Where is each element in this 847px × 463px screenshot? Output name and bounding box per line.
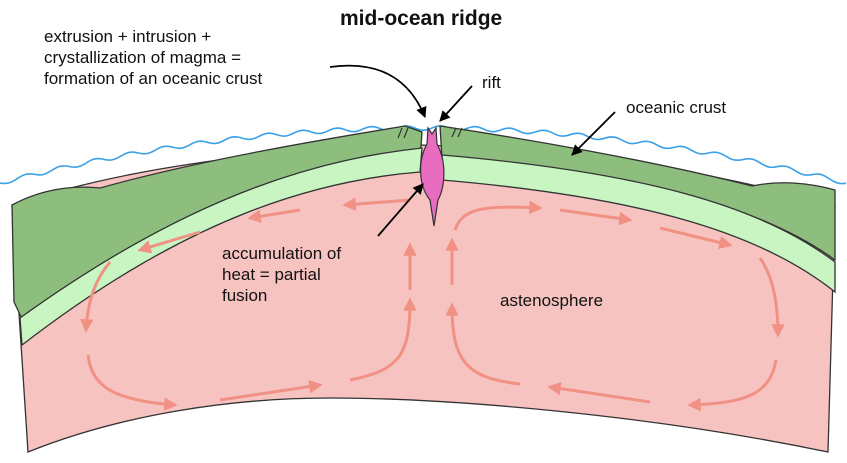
label-extrusion: extrusion + intrusion + crystallization … [44, 26, 262, 89]
label-oceanic-crust: oceanic crust [626, 97, 726, 118]
label-rift: rift [482, 72, 501, 93]
leader-extrusion [330, 66, 425, 117]
label-astenosphere: astenosphere [500, 290, 603, 311]
diagram-title: mid-ocean ridge [340, 8, 502, 29]
leader-rift [440, 86, 472, 121]
label-accumulation: accumulation of heat = partial fusion [222, 243, 341, 306]
